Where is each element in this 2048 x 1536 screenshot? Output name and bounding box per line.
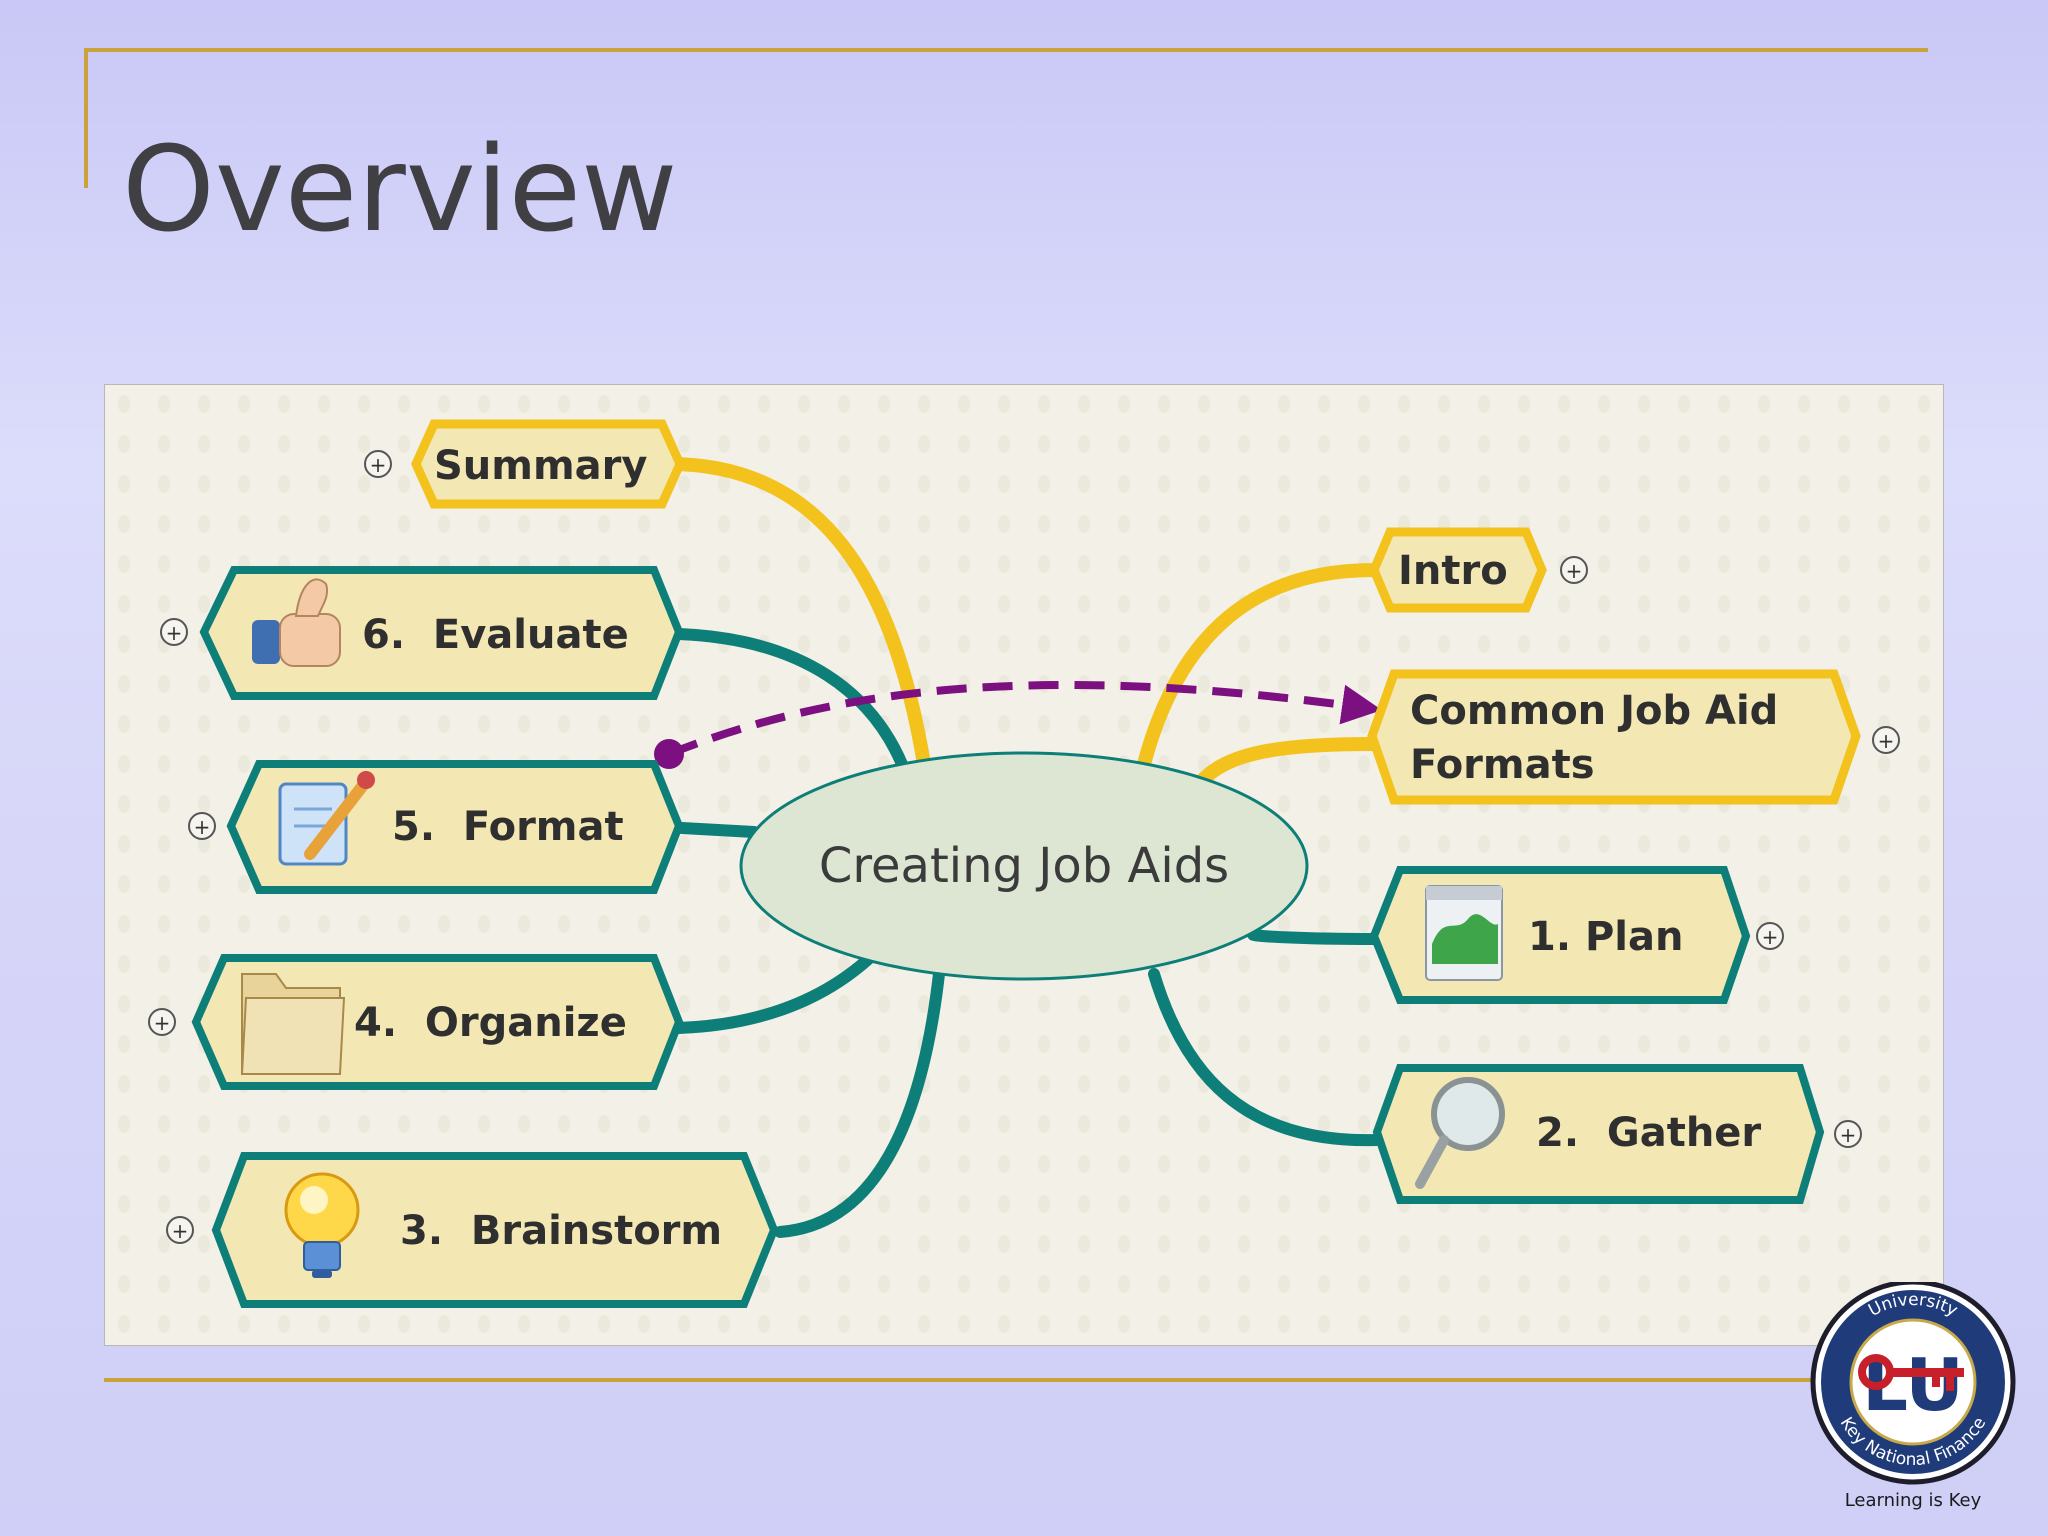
magnifier-icon [1415, 1077, 1505, 1189]
node-gather[interactable]: 2. Gather [1372, 1064, 1825, 1204]
node-evaluate[interactable]: 6. Evaluate [199, 566, 684, 700]
svg-text:+: + [166, 621, 183, 645]
node-format-label: 5. Format [392, 804, 624, 850]
node-brainstorm[interactable]: 3. Brainstorm [211, 1152, 779, 1308]
node-intro[interactable]: Intro [1369, 527, 1547, 613]
mind-map: Creating Job Aids Summary + 6. Evaluate … [104, 384, 1944, 1346]
branch-organize [673, 943, 885, 1034]
branch-intro [1137, 563, 1381, 771]
light-bulb-icon [284, 1172, 360, 1278]
svg-text:+: + [1566, 559, 1583, 583]
slide-title: Overview [122, 120, 678, 258]
central-topic[interactable]: Creating Job Aids [739, 751, 1309, 981]
svg-text:+: + [370, 453, 387, 477]
branch-brainstorm [774, 968, 945, 1238]
university-logo: University Key National Finance LU Learn… [1810, 1282, 2016, 1511]
node-common-job-aid-formats[interactable]: Common Job Aid Formats [1367, 669, 1861, 805]
branch-gather [1148, 968, 1383, 1147]
node-organize-label: 4. Organize [354, 1000, 627, 1046]
svg-text:+: + [194, 815, 211, 839]
node-organize[interactable]: 4. Organize [191, 954, 684, 1090]
svg-text:+: + [1878, 729, 1895, 753]
expand-brainstorm-button[interactable]: + [166, 1216, 194, 1244]
node-intro-label: Intro [1398, 548, 1508, 594]
branch-evaluate [673, 628, 910, 775]
expand-evaluate-button[interactable]: + [160, 618, 188, 646]
node-summary[interactable]: Summary [411, 419, 685, 509]
thumbs-up-icon [252, 578, 341, 667]
calendar-icon [1425, 885, 1503, 981]
node-format[interactable]: 5. Format [226, 760, 684, 894]
branches [662, 457, 1383, 1238]
node-evaluate-label: 6. Evaluate [362, 612, 629, 658]
title-rule-top [84, 48, 1928, 52]
expand-organize-button[interactable]: + [148, 1008, 176, 1036]
branch-format [676, 822, 760, 838]
footer-rule [104, 1378, 1928, 1382]
pencil-document-icon [278, 771, 375, 866]
node-plan-label: 1. Plan [1528, 914, 1683, 960]
node-gather-label: 2. Gather [1536, 1110, 1761, 1156]
svg-text:+: + [1762, 925, 1779, 949]
central-topic-label: Creating Job Aids [819, 838, 1229, 894]
node-formats-label-line2: Formats [1410, 742, 1595, 788]
expand-intro-button[interactable]: + [1560, 556, 1588, 584]
expand-formats-button[interactable]: + [1872, 726, 1900, 754]
node-formats-label-line1: Common Job Aid [1410, 688, 1778, 734]
key-icon [1858, 1354, 1964, 1391]
node-plan[interactable]: 1. Plan [1369, 866, 1751, 1004]
title-rule-left [84, 48, 88, 188]
folder-icon [240, 973, 346, 1075]
node-brainstorm-label: 3. Brainstorm [400, 1208, 722, 1254]
svg-text:+: + [172, 1219, 189, 1243]
relationship-start-dot [654, 739, 684, 769]
expand-gather-button[interactable]: + [1834, 1120, 1862, 1148]
expand-plan-button[interactable]: + [1756, 922, 1784, 950]
svg-text:+: + [1840, 1123, 1857, 1147]
node-summary-label: Summary [434, 443, 647, 489]
branch-formats [1192, 737, 1379, 791]
expand-format-button[interactable]: + [188, 812, 216, 840]
svg-text:+: + [154, 1011, 171, 1035]
logo-tagline: Learning is Key [1845, 1490, 1982, 1511]
branch-plan [1246, 928, 1380, 945]
expand-summary-button[interactable]: + [364, 450, 392, 478]
